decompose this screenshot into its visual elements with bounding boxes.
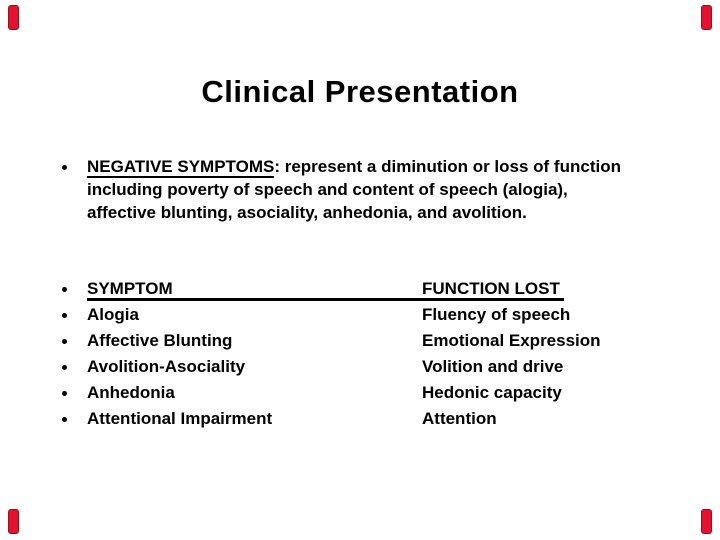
bullet-cell [58,406,87,432]
table-header-row: SYMPTOM FUNCTION LOST [58,276,623,302]
bullet-cell [58,155,87,224]
negative-symptoms-heading: NEGATIVE SYMPTOMS [87,157,275,178]
table-row: Anhedonia Hedonic capacity [58,380,623,406]
table-row: Alogia Fluency of speech [58,302,623,328]
bullet-icon [62,313,67,318]
table-row: Affective Blunting Emotional Expression [58,328,623,354]
slide-title: Clinical Presentation [201,74,519,109]
negative-symptoms-paragraph: NEGATIVE SYMPTOMS: represent a diminutio… [58,155,678,224]
table-row: Avolition-Asociality Volition and drive [58,354,623,380]
corner-mark [701,509,712,534]
header-underline [87,298,564,301]
function-cell: Attention [422,409,497,428]
corner-mark [8,509,19,534]
bullet-cell [58,380,87,406]
corner-mark [8,5,19,30]
negative-symptoms-text: NEGATIVE SYMPTOMS: represent a diminutio… [87,155,677,224]
bullet-cell [58,328,87,354]
function-column-header: FUNCTION LOST [422,279,560,298]
function-cell: Emotional Expression [422,331,601,350]
intro-line-1: NEGATIVE SYMPTOMS: represent a diminutio… [87,155,677,178]
table-row: Attentional Impairment Attention [58,406,623,432]
intro-line-2: including poverty of speech and content … [87,180,568,199]
symptom-column-header: SYMPTOM [87,279,173,298]
function-cell: Volition and drive [422,357,564,376]
symptom-function-table: SYMPTOM FUNCTION LOST Alogia Fluency of … [58,276,623,432]
bullet-cell [58,276,87,302]
symptom-cell: Alogia [87,305,139,324]
bullet-icon [62,365,67,370]
bullet-icon [62,391,67,396]
symptom-cell: Anhedonia [87,383,175,402]
symptom-cell: Avolition-Asociality [87,357,246,376]
intro-line-1-rest: : represent a diminution or loss of func… [274,157,621,176]
intro-line-3: affective blunting, asociality, anhedoni… [87,203,527,222]
symptom-cell: Attentional Impairment [87,409,273,428]
bullet-icon [62,417,67,422]
bullet-icon [62,339,67,344]
bullet-icon [62,287,67,292]
bullet-cell [58,354,87,380]
bullet-cell [58,302,87,328]
bullet-icon [62,165,67,170]
function-cell: Hedonic capacity [422,383,562,402]
symptom-cell: Affective Blunting [87,331,233,350]
corner-mark [701,5,712,30]
function-cell: Fluency of speech [422,305,571,324]
